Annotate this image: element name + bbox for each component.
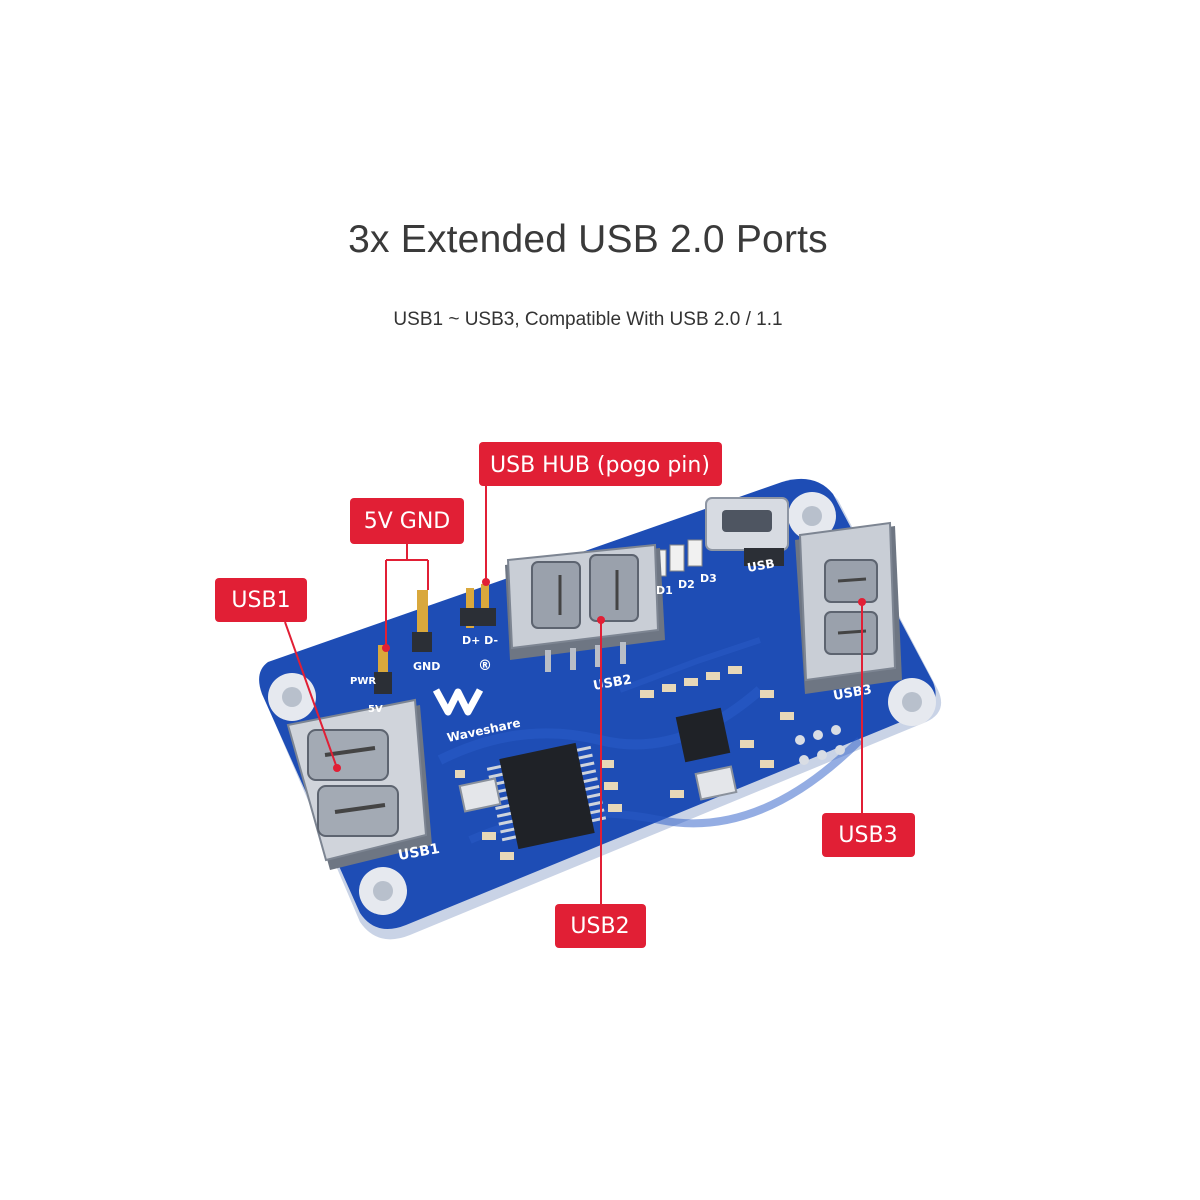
- usb-hub-chip: [486, 742, 607, 850]
- mounting-hole: [788, 492, 836, 540]
- mounting-hole: [268, 673, 316, 721]
- silk-dplus-dminus: D+ D-: [462, 634, 498, 647]
- callout-usb-hub: USB HUB (pogo pin): [479, 442, 722, 486]
- usb1-port: [286, 698, 432, 870]
- callout-power-label: 5V GND: [364, 509, 451, 534]
- silk-pwr: PWR: [350, 676, 376, 687]
- mounting-hole: [359, 867, 407, 915]
- callout-usb1-label: USB1: [231, 588, 290, 613]
- callout-power: 5V GND: [350, 498, 464, 544]
- callout-usb3: USB3: [822, 813, 915, 857]
- usb3-port: [795, 521, 902, 694]
- pogo-pins-data: [460, 584, 496, 628]
- headline-subtitle: USB1 ~ USB3, Compatible With USB 2.0 / 1…: [393, 309, 783, 330]
- silk-5v: 5V: [368, 704, 383, 715]
- callout-usb3-label: USB3: [838, 823, 897, 848]
- crystal-oscillator: [458, 765, 738, 813]
- silk-usb: USB: [746, 556, 776, 575]
- silk-d1: D1: [656, 584, 673, 597]
- smd-components: [455, 666, 794, 860]
- silk-d3: D3: [700, 572, 717, 585]
- callout-usb2: USB2: [555, 904, 646, 948]
- mounting-hole: [888, 678, 936, 726]
- qfn-chip: [675, 707, 731, 763]
- silk-gnd: GND: [413, 660, 440, 673]
- callout-usb-hub-label: USB HUB (pogo pin): [490, 453, 710, 478]
- headline-title: 3x Extended USB 2.0 Ports: [348, 218, 828, 261]
- callout-anchor-dots: [333, 578, 866, 772]
- silk-d2: D2: [678, 578, 695, 591]
- micro-usb-connector: [705, 497, 789, 566]
- waveshare-logo: [432, 688, 484, 716]
- registered-mark: ®: [478, 658, 492, 674]
- pogo-pins-power: [374, 590, 432, 694]
- gpio-pads: [795, 725, 845, 765]
- silk-usb1: USB1: [397, 841, 441, 864]
- silk-usb2: USB2: [592, 672, 633, 694]
- callout-usb1: USB1: [215, 578, 307, 622]
- callout-usb2-label: USB2: [570, 914, 629, 939]
- usb2-port: [505, 543, 665, 672]
- callout-leader-lines: [284, 484, 863, 904]
